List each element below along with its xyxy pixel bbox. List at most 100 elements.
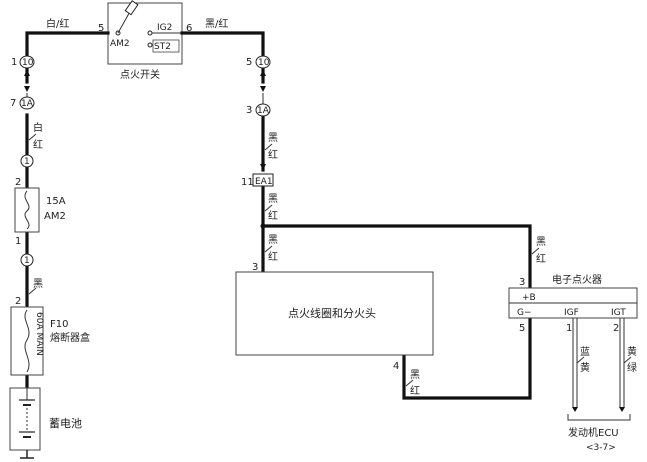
connector-10-right: 10 5 bbox=[246, 55, 271, 92]
connector-ea1-label: EA1 bbox=[255, 177, 273, 187]
fuse-main-name: 60A MAIN bbox=[34, 312, 44, 356]
connector-1-b-label: 1 bbox=[24, 256, 30, 266]
fuse-am2-rating: 15A bbox=[46, 196, 66, 207]
wire-color-black-3: 黑 bbox=[268, 193, 278, 205]
connector-1-b-oval bbox=[20, 253, 34, 267]
fuse-am2: 2 15A AM2 1 bbox=[14, 177, 66, 247]
pin-1-label: 1 bbox=[11, 57, 17, 68]
igniter-igt-terminal: IGT bbox=[611, 308, 626, 318]
fuse-am2-name: AM2 bbox=[44, 211, 66, 222]
wire-color-yellow-2: 黄 bbox=[627, 345, 637, 358]
st2-box bbox=[152, 39, 180, 53]
fuse-am2-element bbox=[24, 190, 30, 230]
battery-label: 蓄电池 bbox=[49, 417, 82, 430]
wire-color-black-red-top: 黑/红 bbox=[205, 17, 228, 30]
st2-terminal-label: ST2 bbox=[154, 42, 171, 52]
wire-color-red-3: 红 bbox=[268, 209, 278, 222]
pin-3-label: 3 bbox=[246, 105, 252, 116]
label-tick-d bbox=[264, 204, 273, 212]
ignition-switch-label: 点火开关 bbox=[120, 68, 160, 81]
wire-color-black-4: 黑 bbox=[268, 234, 278, 246]
connector-1a-right-oval bbox=[255, 103, 271, 117]
connector-10-right-oval bbox=[255, 55, 271, 69]
ignition-coil-distributor: 点火线圈和分火头 4 bbox=[235, 271, 434, 372]
connector-1-b: 1 bbox=[20, 253, 34, 267]
wire-color-white: 白 bbox=[33, 121, 43, 134]
ecu-signal-wires: 蓝 黄 黄 绿 bbox=[572, 318, 637, 412]
arrow-down-b bbox=[260, 70, 266, 76]
battery: 蓄电池 bbox=[9, 387, 82, 459]
wire-coil-to-igniter bbox=[402, 316, 532, 400]
pin-3-coil-label: 3 bbox=[252, 262, 258, 273]
connector-1a-left-label: 1A bbox=[21, 99, 34, 109]
igt-arrow bbox=[619, 407, 625, 412]
ecu-label: 发动机ECU bbox=[568, 426, 619, 439]
wire-to-igniter bbox=[261, 224, 532, 290]
connector-10-left-label: 10 bbox=[22, 58, 34, 68]
fuse-main: 60A MAIN F10 熔断器盒 bbox=[10, 306, 90, 376]
arrow-up-b bbox=[260, 86, 266, 92]
pin-6-label: 6 bbox=[186, 23, 192, 34]
ignition-switch: AM2 IG2 ST2 5 6 点火开关 bbox=[98, 0, 192, 81]
fuse-main-code: F10 bbox=[50, 319, 68, 330]
wire-color-black: 黑 bbox=[33, 278, 43, 290]
wire-color-red-5: 红 bbox=[536, 252, 546, 265]
engine-ecu: 发动机ECU <3-7> bbox=[567, 414, 631, 453]
connector-ea1: 11 EA1 bbox=[241, 173, 274, 188]
fuse-main-box-label: 熔断器盒 bbox=[50, 331, 90, 344]
arrow-down-a bbox=[24, 70, 30, 76]
pin-5-igniter-label: 5 bbox=[519, 323, 525, 334]
label-tick-h bbox=[576, 356, 585, 364]
pin-1-igniter-label: 1 bbox=[566, 323, 572, 334]
igf-arrow bbox=[572, 407, 578, 412]
label-tick-b bbox=[28, 287, 37, 295]
junction-dot bbox=[260, 223, 266, 229]
fuse-am2-box bbox=[14, 187, 40, 233]
connector-1-a-label: 1 bbox=[24, 157, 30, 167]
wire-color-white-red-top: 白/红 bbox=[46, 17, 69, 30]
label-tick-c bbox=[264, 143, 273, 151]
wire-color-black-2: 黑 bbox=[268, 132, 278, 144]
pin-4-label: 4 bbox=[393, 361, 399, 372]
wire-color-red: 红 bbox=[33, 138, 43, 151]
connector-1-a-oval bbox=[20, 154, 34, 168]
pin-1b-label: 1 bbox=[15, 236, 21, 247]
wire-color-blue: 蓝 bbox=[580, 346, 590, 358]
wire-color-red-2: 红 bbox=[268, 148, 278, 161]
igniter-b-terminal: +B bbox=[522, 293, 536, 303]
wire-black-red-top bbox=[180, 31, 265, 58]
connector-1a-right: 1A 3 bbox=[246, 103, 271, 117]
connector-1a-right-label: 1A bbox=[257, 106, 270, 116]
label-tick-e bbox=[264, 245, 273, 253]
st2-contact bbox=[147, 42, 153, 48]
wire-color-black-5: 黑 bbox=[536, 236, 546, 248]
switch-handle bbox=[124, 0, 139, 16]
am2-terminal-label: AM2 bbox=[110, 39, 130, 49]
fuse-main-element bbox=[24, 309, 30, 373]
igniter-g-terminal: G− bbox=[517, 308, 532, 318]
label-tick-a bbox=[28, 133, 37, 141]
label-tick-f bbox=[531, 247, 540, 255]
pin-2-igniter-label: 2 bbox=[613, 323, 619, 334]
pin-2-label: 2 bbox=[15, 177, 21, 188]
ig2-contact bbox=[147, 30, 153, 36]
connector-1a-left: 1A 7 bbox=[10, 96, 35, 110]
coil-label: 点火线圈和分火头 bbox=[288, 306, 376, 320]
fuse-main-box bbox=[10, 306, 44, 376]
igniter-title: 电子点火器 bbox=[552, 273, 602, 286]
connector-1a-left-oval bbox=[19, 96, 35, 110]
wire-white-red-left bbox=[25, 31, 110, 58]
wire-color-black-6: 黑 bbox=[410, 369, 420, 381]
wire-color-green: 绿 bbox=[627, 361, 637, 374]
label-tick-i bbox=[623, 356, 632, 364]
electronic-igniter: 电子点火器 +B G− IGF IGT 3 5 1 2 bbox=[508, 273, 638, 334]
connector-10-right-label: 10 bbox=[258, 58, 270, 68]
ecu-bracket bbox=[567, 414, 631, 421]
arrow-up-a bbox=[24, 86, 30, 92]
label-tick-g bbox=[405, 379, 414, 387]
igniter-igf-terminal: IGF bbox=[564, 308, 579, 318]
pin-5-label: 5 bbox=[98, 23, 104, 34]
pin-3-igniter-label: 3 bbox=[519, 277, 525, 288]
wire-color-red-4: 红 bbox=[268, 250, 278, 263]
